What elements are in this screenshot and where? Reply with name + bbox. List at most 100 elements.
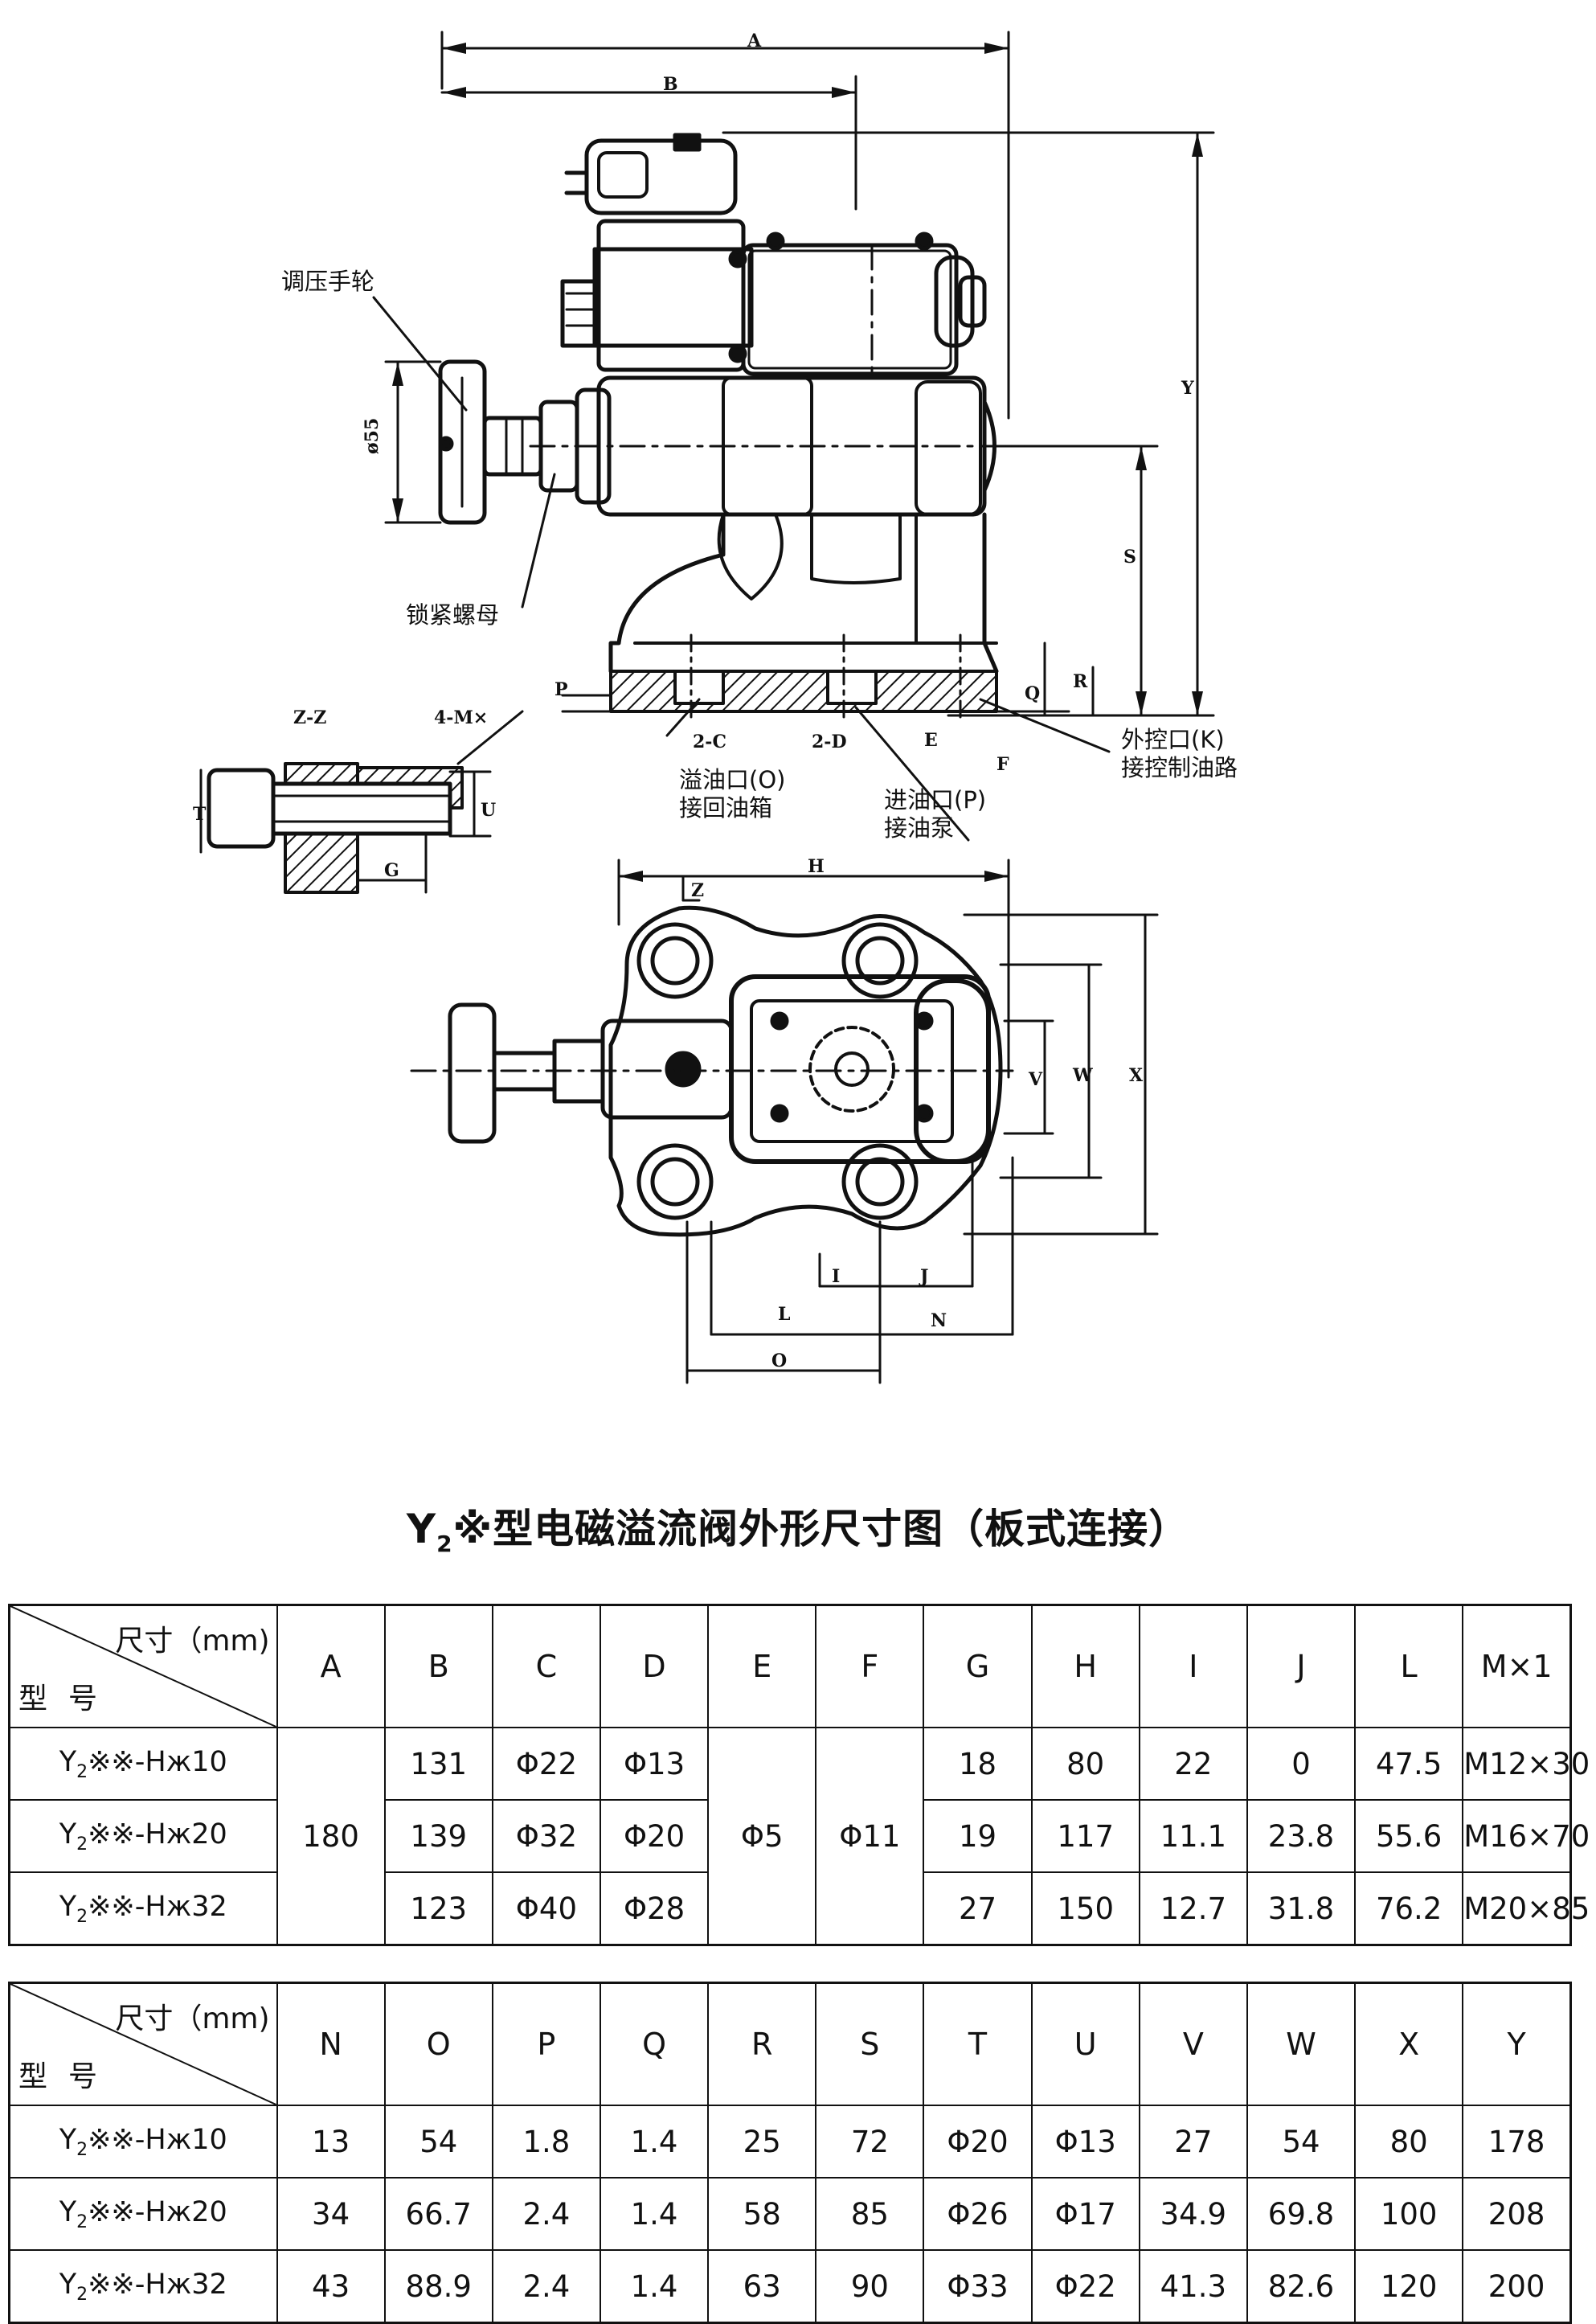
dimension-table-1: 尺寸（mm) 型号 A B C D E F G H I J L M×1 Y2※※… (8, 1604, 1590, 1946)
dim-label-y: Y (1181, 378, 1194, 399)
dim-label-v: V (1028, 1069, 1043, 1090)
dim-label-t: T (193, 804, 207, 825)
dim-label-2c: 2-C (693, 732, 726, 752)
cell: Φ20 (923, 2105, 1033, 2178)
cell: 123 (383, 1871, 493, 1946)
dim-label-2d: 2-D (812, 732, 847, 752)
dim-label-p: P (555, 679, 568, 700)
table-row: Y2※※-Hж20 139 Φ32 Φ20 19 117 11.1 23.8 5… (8, 1799, 1590, 1873)
valve-body (529, 375, 1095, 725)
cell: 54 (383, 2105, 493, 2178)
col-header: X (1354, 1982, 1464, 2106)
col-header: G (923, 1604, 1033, 1728)
col-header: T (923, 1982, 1033, 2106)
overflow-leader (665, 698, 701, 737)
cell: Φ22 (491, 1727, 601, 1801)
model-cell: Y2※※-Hж10 (8, 2105, 278, 2178)
dim-label-i: I (832, 1266, 840, 1287)
col-header: N (276, 1982, 386, 2106)
corner-label-dimension: 尺寸（mm) (115, 2002, 270, 2035)
cell: 19 (923, 1799, 1033, 1873)
cell: 76.2 (1354, 1871, 1464, 1946)
cell: 150 (1030, 1871, 1140, 1946)
dim-label-r: R (1073, 671, 1088, 692)
control-leader (979, 698, 1111, 753)
col-header: U (1030, 1982, 1140, 2106)
cell: 72 (815, 2105, 925, 2178)
cell: 120 (1354, 2249, 1464, 2324)
cell: Φ33 (923, 2249, 1033, 2324)
section-z-z (199, 710, 524, 894)
col-header: M×1 (1462, 1604, 1572, 1728)
dim-label-n: N (931, 1310, 947, 1331)
dim-label-a: A (747, 31, 762, 51)
dim-label-u: U (481, 800, 496, 821)
cell: 139 (383, 1799, 493, 1873)
cell: 100 (1354, 2177, 1464, 2251)
cell: 23.8 (1246, 1799, 1357, 1873)
cell: 63 (707, 2249, 817, 2324)
dim-label-x: X (1129, 1065, 1144, 1086)
model-cell: Y2※※-Hж10 (8, 1727, 278, 1801)
cell-f-merged: Φ11 (815, 1727, 925, 1946)
dim-label-s: S (1123, 547, 1136, 568)
table-row: Y2※※-Hж20 34 66.7 2.4 1.4 58 85 Φ26 Φ17 … (8, 2177, 1572, 2251)
cell: 200 (1462, 2249, 1572, 2324)
model-cell: Y2※※-Hж20 (8, 2177, 278, 2251)
cell: 31.8 (1246, 1871, 1357, 1946)
solenoid-coil (560, 219, 987, 376)
dim-label-g: G (384, 860, 399, 881)
table-header-row: 尺寸（mm) 型号 N O P Q R S T U V W X Y (8, 1982, 1572, 2106)
cell: 2.4 (491, 2249, 601, 2324)
callout-overflow-tank: 接回油箱 (679, 794, 772, 822)
dimension-a (440, 31, 1010, 420)
dim-label-j: J (919, 1266, 928, 1287)
inlet-leader (854, 706, 970, 842)
col-header: H (1030, 1604, 1140, 1728)
cell: 1.8 (491, 2105, 601, 2178)
corner-label-model: 型号 (18, 2060, 119, 2093)
cell: 0 (1246, 1727, 1357, 1801)
corner-label-model: 型号 (18, 1683, 119, 1715)
locknut-leader (521, 473, 556, 609)
model-cell: Y2※※-Hж32 (8, 1871, 278, 1946)
cell: M20×85 (1462, 1871, 1590, 1946)
cell: 117 (1030, 1799, 1140, 1873)
dim-label-h: H (808, 856, 825, 877)
col-header: S (815, 1982, 925, 2106)
cell: 13 (276, 2105, 386, 2178)
table-row: Y2※※-Hж10 13 54 1.8 1.4 25 72 Φ20 Φ13 27… (8, 2105, 1572, 2178)
cell: Φ40 (491, 1871, 601, 1946)
dim-label-l: L (778, 1304, 790, 1325)
col-header: B (383, 1604, 493, 1728)
cell: Φ22 (1030, 2249, 1140, 2324)
cell: 80 (1354, 2105, 1464, 2178)
table-corner-cell: 尺寸（mm) 型号 (8, 1604, 278, 1728)
dimension-s (995, 445, 1159, 717)
table-corner-cell: 尺寸（mm) 型号 (8, 1982, 278, 2106)
cell: 58 (707, 2177, 817, 2251)
cell: 27 (1138, 2105, 1248, 2178)
col-header: F (815, 1604, 925, 1728)
cell: 22 (1138, 1727, 1248, 1801)
cell: 1.4 (599, 2249, 710, 2324)
dim-label-z: Z (691, 880, 704, 901)
table-row: Y2※※-Hж32 43 88.9 2.4 1.4 63 90 Φ33 Φ22 … (8, 2249, 1572, 2324)
dim-label-e: E (924, 730, 938, 751)
dimension-y (722, 131, 1215, 717)
callout-external-control: 外控口(K) (1121, 726, 1225, 753)
table-row: Y2※※-Hж32 123 Φ40 Φ28 27 150 12.7 31.8 7… (8, 1871, 1590, 1946)
col-header: I (1138, 1604, 1248, 1728)
cell: M16×70 (1462, 1799, 1590, 1873)
cell: 90 (815, 2249, 925, 2324)
table-row: Y2※※-Hж10 180 131 Φ22 Φ13 Φ5 Φ11 18 80 2… (8, 1727, 1590, 1946)
solenoid-connector (564, 133, 738, 215)
cell: Φ32 (491, 1799, 601, 1873)
model-cell: Y2※※-Hж32 (8, 2249, 278, 2324)
cell: 47.5 (1354, 1727, 1464, 1801)
callout-inlet-port: 进油口(P) (884, 786, 986, 814)
cell: 54 (1246, 2105, 1357, 2178)
cell: 69.8 (1246, 2177, 1357, 2251)
title-text: ※型电磁溢流阀外形尺寸图（板式连接） (452, 1506, 1190, 1552)
callout-overflow-port: 溢油口(O) (679, 766, 785, 793)
